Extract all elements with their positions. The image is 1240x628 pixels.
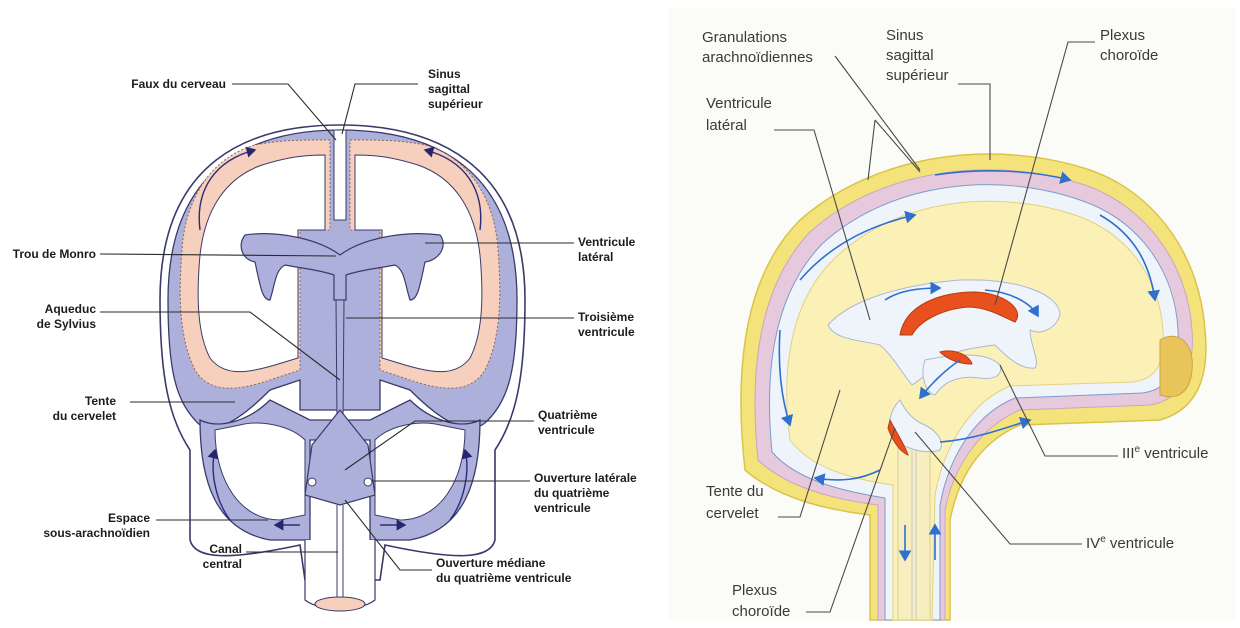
- label-sinus-line2: sagittal: [428, 82, 470, 96]
- label-sinus-line3: supérieur: [886, 67, 949, 84]
- label-aqueduc-line2: de Sylvius: [37, 317, 97, 331]
- lateral-aperture-right: [364, 478, 372, 486]
- label-ventricule-lateral-line1: Ventricule: [578, 235, 636, 249]
- label-ventricule-lateral-line2: latéral: [706, 117, 747, 134]
- label-aqueduc-line1: Aqueduc: [45, 302, 97, 316]
- label-ouverture-mediane-line1: Ouverture médiane: [436, 556, 546, 570]
- label-faux-du-cerveau: Faux du cerveau: [131, 77, 226, 91]
- label-sinus-line2: sagittal: [886, 47, 934, 64]
- label-tente-line1: Tente: [85, 394, 116, 408]
- label-troisieme-line2: ventricule: [578, 325, 635, 339]
- label-tente-line2: du cervelet: [53, 409, 116, 423]
- label-quatrieme-line2: ventricule: [538, 423, 595, 437]
- label-plexus-bottom-line1: Plexus: [732, 582, 777, 599]
- label-sinus-line3: supérieur: [428, 97, 483, 111]
- label-troisieme-line1: Troisième: [578, 310, 634, 324]
- label-granulations-line1: Granulations: [702, 29, 787, 46]
- label-ouverture-mediane-line2: du quatrième ventricule: [436, 571, 572, 585]
- label-canal-line2: central: [203, 557, 242, 571]
- label-plexus-top-line1: Plexus: [1100, 27, 1145, 44]
- aqueduct: [336, 300, 344, 420]
- lateral-aperture-left: [308, 478, 316, 486]
- label-ouverture-laterale-line2: du quatrième: [534, 486, 610, 500]
- label-espace-line2: sous-arachnoïdien: [43, 526, 150, 540]
- label-ventricule-lateral-line2: latéral: [578, 250, 613, 264]
- label-granulations-line2: arachnoïdiennes: [702, 49, 813, 66]
- spinal-cord: [898, 440, 930, 620]
- label-quatrieme-line1: Quatrième: [538, 408, 598, 422]
- label-canal-line1: Canal: [209, 542, 242, 556]
- occipital-bone: [1160, 336, 1192, 396]
- label-trou-de-monro: Trou de Monro: [13, 247, 96, 261]
- label-ouverture-laterale-line1: Ouverture latérale: [534, 471, 637, 485]
- sagittal-section-diagram: Granulations arachnoïdiennes Sinus sagit…: [668, 8, 1236, 620]
- spinal-cord-section: [315, 597, 365, 611]
- label-ventricule-lateral-line1: Ventricule: [706, 95, 772, 112]
- label-sinus-line1: Sinus: [428, 67, 461, 81]
- label-espace-line1: Espace: [108, 511, 150, 525]
- falx: [334, 130, 346, 220]
- label-tente-line1: Tente du: [706, 483, 764, 500]
- label-tente-line2: cervelet: [706, 505, 759, 522]
- coronal-section-diagram: Faux du cerveau Sinus sagittal supérieur…: [13, 67, 637, 611]
- label-ouverture-laterale-line3: ventricule: [534, 501, 591, 515]
- label-plexus-top-line2: choroïde: [1100, 47, 1158, 64]
- label-iv-ventricule: IVe ventricule: [1086, 534, 1174, 552]
- label-plexus-bottom-line2: choroïde: [732, 603, 790, 620]
- label-sinus-line1: Sinus: [886, 27, 924, 44]
